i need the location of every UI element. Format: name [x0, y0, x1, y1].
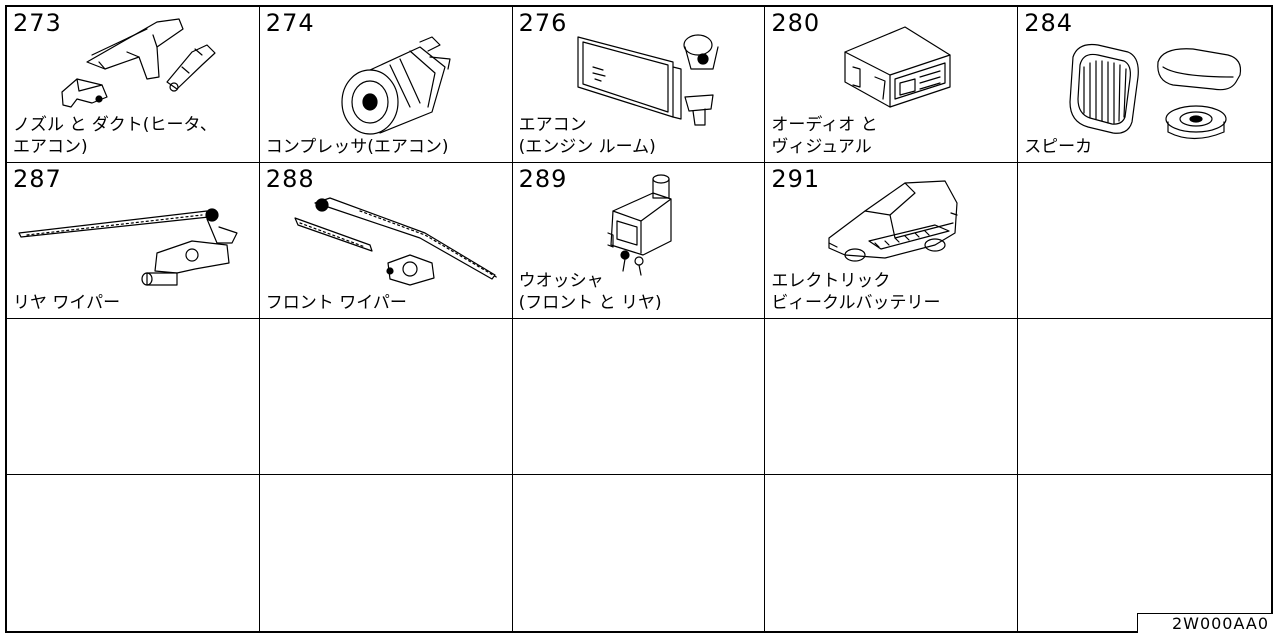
parts-catalog-grid: 273 ノズル と ダクト(ヒータ、 エアコン) 274 コンプレッサ(エアコ [5, 5, 1273, 633]
audio-unit-icon [844, 26, 951, 108]
part-code: 284 [1024, 9, 1073, 37]
drawing-id-label: 2W000AA0 [1137, 613, 1273, 633]
part-label: リヤ ワイパー [13, 293, 121, 313]
part-cell-280[interactable]: 280 オーディオ と ヴィジュアル [765, 7, 1019, 163]
part-label: エレクトリック ビィークルバッテリー [771, 271, 941, 313]
empty-cell [765, 319, 1019, 475]
part-label: コンプレッサ(エアコン) [265, 137, 449, 157]
rear-wiper-icon [18, 208, 238, 286]
condenser-icon [576, 34, 719, 126]
washer-tank-icon [606, 174, 672, 276]
part-code: 289 [518, 165, 568, 193]
part-label: フロント ワイパー [265, 293, 407, 313]
empty-cell [1018, 475, 1271, 631]
part-cell-289[interactable]: 289 ウオッシャ (フロント と リヤ) [512, 163, 766, 319]
speaker-icon [1069, 43, 1242, 140]
part-label: エアコン (エンジン ルーム) [518, 115, 656, 157]
part-cell-273[interactable]: 273 ノズル と ダクト(ヒータ、 エアコン) [7, 7, 260, 163]
part-label: オーディオ と ヴィジュアル [771, 115, 878, 157]
part-code: 291 [771, 165, 821, 193]
empty-cell [7, 475, 260, 631]
part-code: 274 [265, 9, 315, 37]
part-code: 287 [13, 165, 62, 193]
part-cell-276[interactable]: 276 エアコン (エンジン ルーム) [512, 7, 766, 163]
empty-cell [7, 319, 260, 475]
empty-cell [512, 319, 766, 475]
part-code: 280 [771, 9, 821, 37]
part-label: ウオッシャ (フロント と リヤ) [518, 271, 662, 313]
empty-cell [1018, 319, 1271, 475]
part-code: 288 [265, 165, 315, 193]
ev-battery-car-icon [828, 180, 958, 262]
part-cell-291[interactable]: 291 エレクトリック ビィークルバッテリー [765, 163, 1019, 319]
part-code: 273 [13, 9, 62, 37]
part-code: 276 [518, 9, 568, 37]
duct-icon [61, 18, 216, 108]
empty-cell [1018, 163, 1271, 319]
part-cell-287[interactable]: 287 リヤ ワイパー [7, 163, 260, 319]
part-cell-274[interactable]: 274 コンプレッサ(エアコン) [259, 7, 513, 163]
part-cell-284[interactable]: 284 スピーカ [1018, 7, 1271, 163]
front-wiper-icon [294, 197, 499, 286]
part-label: ノズル と ダクト(ヒータ、 エアコン) [13, 115, 217, 157]
empty-cell [259, 475, 513, 631]
part-label: スピーカ [1024, 137, 1093, 157]
empty-cell [765, 475, 1019, 631]
part-cell-288[interactable]: 288 フロント ワイパー [259, 163, 513, 319]
compressor-icon [341, 36, 451, 135]
empty-cell [259, 319, 513, 475]
empty-cell [512, 475, 766, 631]
